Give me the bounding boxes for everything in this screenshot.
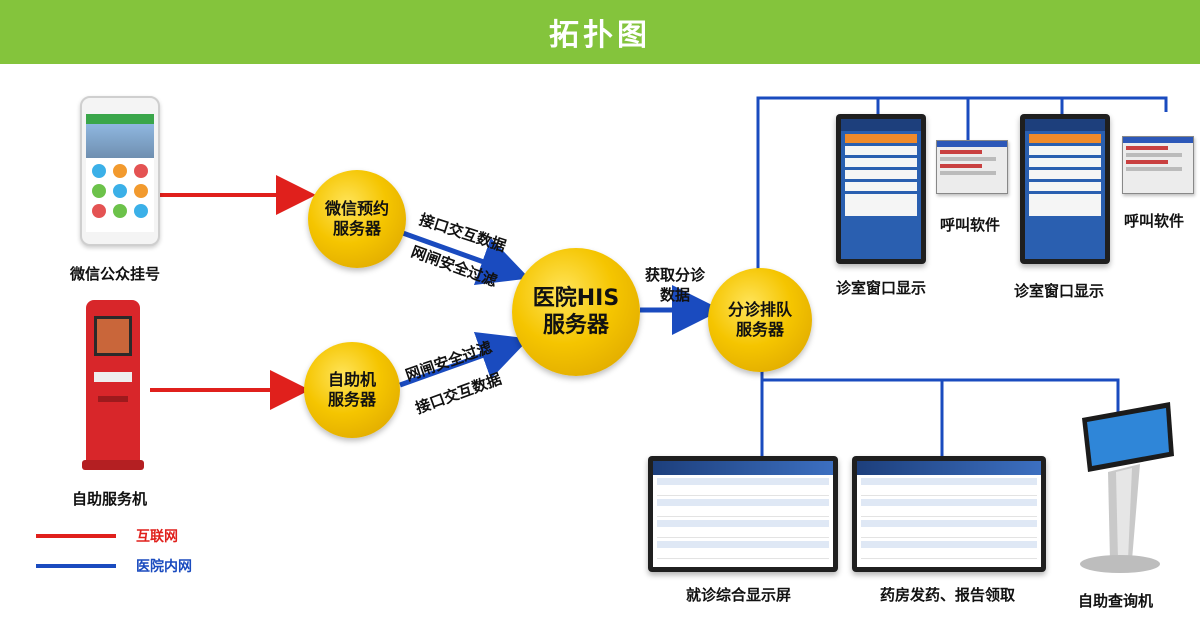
label-call-software-1: 呼叫软件 [940, 216, 1001, 234]
legend-intranet-text: 医院内网 [136, 559, 192, 575]
query-kiosk-image [1058, 400, 1178, 580]
label-pharmacy-screen: 药房发药、报告领取 [880, 586, 1016, 604]
label-kiosk: 自助服务机 [72, 490, 148, 508]
edge-wechat-server-to-his [399, 229, 530, 286]
clinic-display-screen-image [648, 456, 838, 572]
page-header: 拓扑图 [0, 0, 1200, 64]
page-title: 拓扑图 [549, 18, 651, 53]
node-queue-server: 分诊排队服务器 [708, 268, 812, 372]
call-software-1-image [936, 140, 1008, 194]
call-software-2-image [1122, 136, 1194, 194]
label-room-display-2: 诊室窗口显示 [1014, 282, 1105, 300]
self-service-kiosk-image [80, 300, 146, 472]
wechat-phone-image [80, 96, 160, 246]
bus-top [756, 96, 1168, 278]
label-query-kiosk: 自助查询机 [1078, 592, 1154, 610]
label-call-software-2: 呼叫软件 [1124, 212, 1185, 230]
edge-label-fetch: 获取分诊 数据 [644, 266, 705, 304]
room-display-2-image [1020, 114, 1110, 264]
label-wechat: 微信公众挂号 [70, 265, 161, 283]
label-room-display-1: 诊室窗口显示 [836, 279, 927, 297]
room-display-1-image [836, 114, 926, 264]
legend-internet-text: 互联网 [136, 529, 178, 545]
node-kiosk-server: 自助机服务器 [304, 342, 400, 438]
label-clinic-screen: 就诊综合显示屏 [686, 586, 792, 604]
edge-kiosk-server-to-his [399, 331, 530, 388]
pharmacy-display-screen-image [852, 456, 1046, 572]
node-wechat-server: 微信预约服务器 [308, 170, 406, 268]
